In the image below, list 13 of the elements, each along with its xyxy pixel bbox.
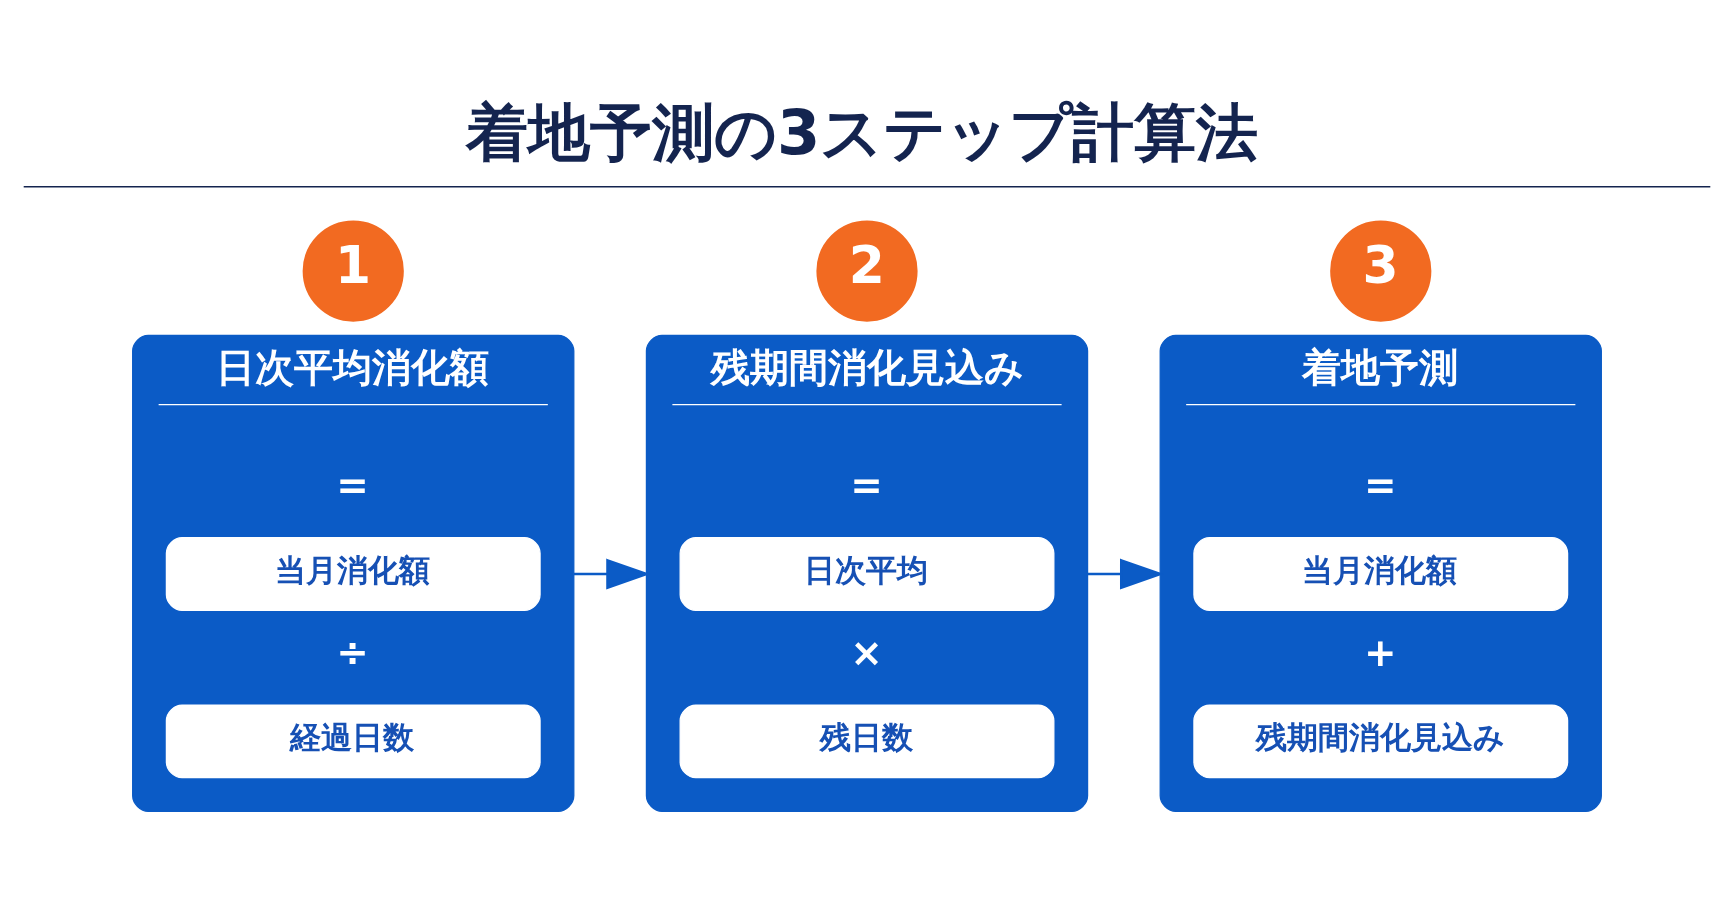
label: ÷ bbox=[336, 629, 369, 675]
node-box: 経過日数 bbox=[165, 703, 541, 778]
node-box: 残期間消化見込み bbox=[1193, 703, 1569, 778]
node-box: 残日数 bbox=[679, 703, 1055, 778]
diagram-title: 着地予測の3ステップ計算法 bbox=[466, 95, 1259, 169]
label: = bbox=[1363, 462, 1397, 508]
node-box: 日次平均 bbox=[679, 536, 1055, 611]
label: × bbox=[850, 629, 883, 675]
node-box: 当月消化額 bbox=[1193, 536, 1569, 611]
label: = bbox=[336, 462, 369, 508]
node-box: 当月消化額 bbox=[165, 536, 541, 611]
label: = bbox=[850, 462, 883, 508]
label: + bbox=[1363, 629, 1397, 675]
